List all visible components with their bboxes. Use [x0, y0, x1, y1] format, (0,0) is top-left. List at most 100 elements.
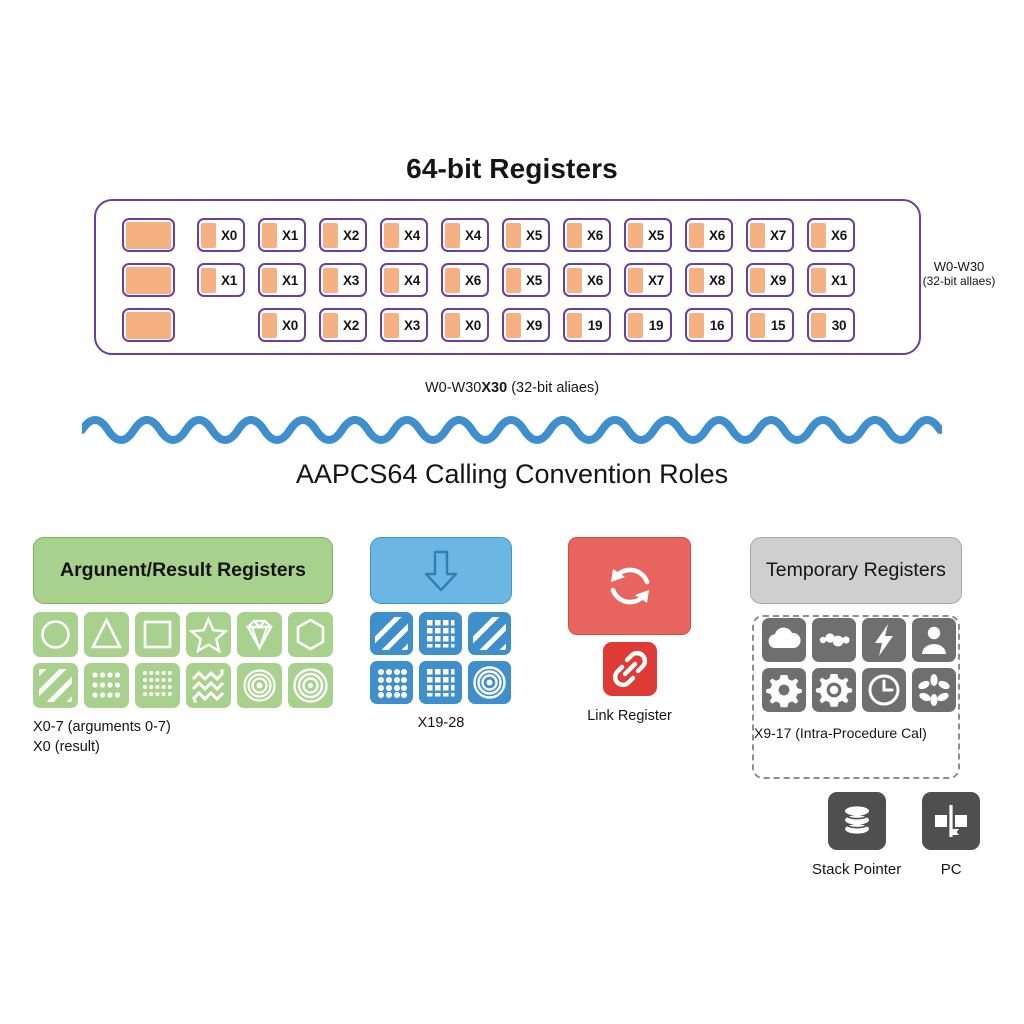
special-register-stack-pointer-label: Stack Pointer — [812, 861, 902, 878]
alias-side-line2: (32-bit allaes) — [922, 274, 996, 289]
dot-grid-icon — [370, 661, 413, 704]
dots-icon — [812, 618, 856, 662]
program-counter-flag-icon — [922, 792, 981, 850]
register-chip-label: X1 — [281, 227, 299, 243]
special-register-pc[interactable]: PC — [922, 792, 981, 878]
register-chip-label: X0 — [464, 317, 482, 333]
card-arguments-caption-line2: X0 (result) — [33, 739, 100, 755]
register-fill-bar — [384, 267, 399, 293]
diagonal-stripes-icon — [468, 612, 511, 655]
register-fill-bar — [750, 312, 765, 338]
register-chip[interactable]: X1 — [807, 263, 855, 297]
register-chip[interactable]: X9 — [746, 263, 794, 297]
card-arguments-tiles — [33, 612, 333, 708]
page-title-aapcs: AAPCS64 Calling Convention Roles — [295, 459, 729, 489]
register-fill-bar — [506, 222, 521, 248]
register-chip[interactable]: X6 — [807, 218, 855, 252]
special-registers: Stack Pointer PC — [812, 792, 981, 878]
concentric-circles-icon — [237, 663, 282, 708]
register-chip[interactable]: X3 — [380, 308, 428, 342]
register-chip[interactable]: X1 — [197, 263, 245, 297]
register-chip[interactable]: X4 — [380, 218, 428, 252]
register-chip[interactable]: X6 — [441, 263, 489, 297]
concentric-rings-icon — [288, 663, 333, 708]
register-chip-label: X8 — [708, 272, 726, 288]
register-fill-bar — [262, 267, 277, 293]
register-fill-bar — [126, 266, 171, 294]
register-chip[interactable]: X8 — [685, 263, 733, 297]
card-callee-saved-caption: X19-28 — [417, 715, 465, 731]
register-chip[interactable]: X3 — [319, 263, 367, 297]
register-chip[interactable]: X1 — [258, 263, 306, 297]
card-temporary-tiles — [762, 618, 962, 712]
register-chip[interactable]: X2 — [319, 308, 367, 342]
register-chip-label: 15 — [770, 317, 786, 333]
card-callee-saved[interactable]: X19-28 — [370, 537, 512, 733]
register-chip-label: X4 — [403, 272, 421, 288]
register-chip[interactable]: X0 — [441, 308, 489, 342]
register-fill-bar — [384, 222, 399, 248]
register-fill-bar — [445, 312, 460, 338]
card-arguments-caption: X0-7 (arguments 0-7) X0 (result) — [33, 717, 333, 757]
register-chip[interactable]: X6 — [563, 263, 611, 297]
register-fill-bar — [323, 312, 338, 338]
register-row-1: X0 X1 X2 X4 X4 X5 X6 X5 X6 X7 X6 — [122, 218, 868, 252]
register-chip[interactable]: 15 — [746, 308, 794, 342]
register-chip[interactable]: X4 — [441, 218, 489, 252]
register-fill-bar — [126, 311, 171, 339]
register-chip[interactable]: X0 — [197, 218, 245, 252]
clock-icon — [862, 668, 906, 712]
register-chip-label: X1 — [220, 272, 238, 288]
register-chip-label: 30 — [831, 317, 847, 333]
register-chip-block[interactable] — [122, 218, 175, 252]
card-arguments-caption-line1: X0-7 (arguments 0-7) — [33, 719, 171, 735]
card-temporary[interactable]: Temporary Registers — [750, 537, 962, 779]
register-fill-bar — [750, 222, 765, 248]
register-chip[interactable]: X0 — [258, 308, 306, 342]
register-chip-label: X0 — [220, 227, 238, 243]
register-chip[interactable]: 19 — [563, 308, 611, 342]
register-chip-label: X4 — [403, 227, 421, 243]
register-chip[interactable]: 19 — [624, 308, 672, 342]
card-link-register[interactable]: Link Register — [568, 537, 691, 726]
chain-link-icon — [602, 642, 657, 696]
register-chip-label: X6 — [586, 227, 604, 243]
zigzag-icon — [186, 663, 231, 708]
register-chip-label: X5 — [647, 227, 665, 243]
register-chip[interactable]: X1 — [258, 218, 306, 252]
register-chip[interactable]: X6 — [685, 218, 733, 252]
card-temporary-caption: X9-17 (Intra-Procedure Cal) — [754, 725, 927, 741]
register-chip[interactable]: X4 — [380, 263, 428, 297]
register-chip[interactable]: 30 — [807, 308, 855, 342]
register-chip[interactable]: X5 — [502, 218, 550, 252]
alias-side-line1: W0-W30 — [933, 259, 985, 274]
special-register-stack-pointer[interactable]: Stack Pointer — [812, 792, 901, 878]
register-chip[interactable]: X7 — [624, 263, 672, 297]
register-fill-bar — [506, 312, 521, 338]
register-chip-block[interactable] — [122, 308, 175, 342]
register-chip[interactable]: X5 — [502, 263, 550, 297]
register-chip-label: X6 — [830, 227, 848, 243]
down-arrow-icon — [370, 537, 512, 604]
page-title-registers: 64-bit Registers — [406, 153, 618, 184]
diagonal-stripes-icon — [370, 612, 413, 655]
register-chip[interactable]: X6 — [563, 218, 611, 252]
register-chip[interactable]: X9 — [502, 308, 550, 342]
dense-dot-grid-icon — [135, 663, 180, 708]
register-chip-label: X6 — [708, 227, 726, 243]
circle-icon — [33, 612, 78, 657]
register-fill-bar — [567, 267, 582, 293]
card-arguments[interactable]: Argunent/Result Registers — [33, 537, 333, 757]
register-chip[interactable]: X2 — [319, 218, 367, 252]
register-fill-bar — [689, 267, 704, 293]
register-chip-block[interactable] — [122, 263, 175, 297]
register-chip[interactable]: 16 — [685, 308, 733, 342]
register-fill-bar — [628, 222, 643, 248]
register-chip-label: X4 — [464, 227, 482, 243]
register-fill-bar — [323, 267, 338, 293]
register-fill-bar — [628, 267, 643, 293]
register-chip[interactable]: X5 — [624, 218, 672, 252]
register-fill-bar — [262, 222, 277, 248]
register-chip[interactable]: X7 — [746, 218, 794, 252]
